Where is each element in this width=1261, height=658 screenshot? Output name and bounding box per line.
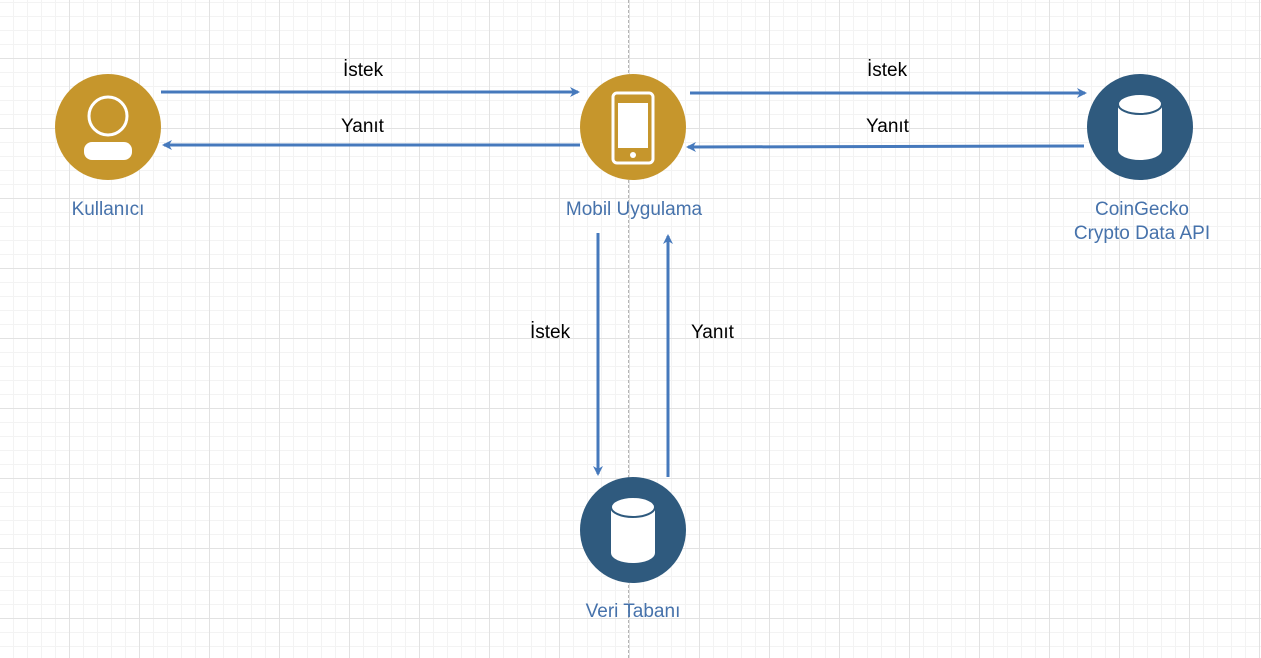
node-database[interactable]: [580, 477, 686, 583]
node-label-api-line1: CoinGecko: [1095, 199, 1189, 220]
node-api[interactable]: [1087, 74, 1193, 180]
node-mobile-app[interactable]: [580, 74, 686, 180]
database-icon: [610, 496, 656, 563]
edge-label-user-to-app: İstek: [343, 60, 384, 81]
node-label-mobile-app: Mobil Uygulama: [565, 199, 703, 220]
edge-label-api-to-app: Yanıt: [866, 116, 909, 137]
database-icon: [1117, 93, 1163, 160]
edge-label-db-to-app: Yanıt: [691, 322, 734, 343]
user-icon: [84, 95, 132, 160]
node-label-database: Veri Tabanı: [585, 601, 681, 622]
node-user[interactable]: [55, 74, 161, 180]
smartphone-icon: [611, 91, 655, 165]
node-label-user: Kullanıcı: [71, 199, 145, 220]
edge-label-app-to-api: İstek: [867, 60, 908, 81]
node-label-api-line2: Crypto Data API: [1073, 223, 1211, 244]
edge-api-to-app[interactable]: [686, 141, 1085, 152]
edge-label-app-to-user: Yanıt: [341, 116, 384, 137]
center-guide-line: [628, 0, 629, 658]
edge-label-app-to-db: İstek: [530, 322, 571, 343]
